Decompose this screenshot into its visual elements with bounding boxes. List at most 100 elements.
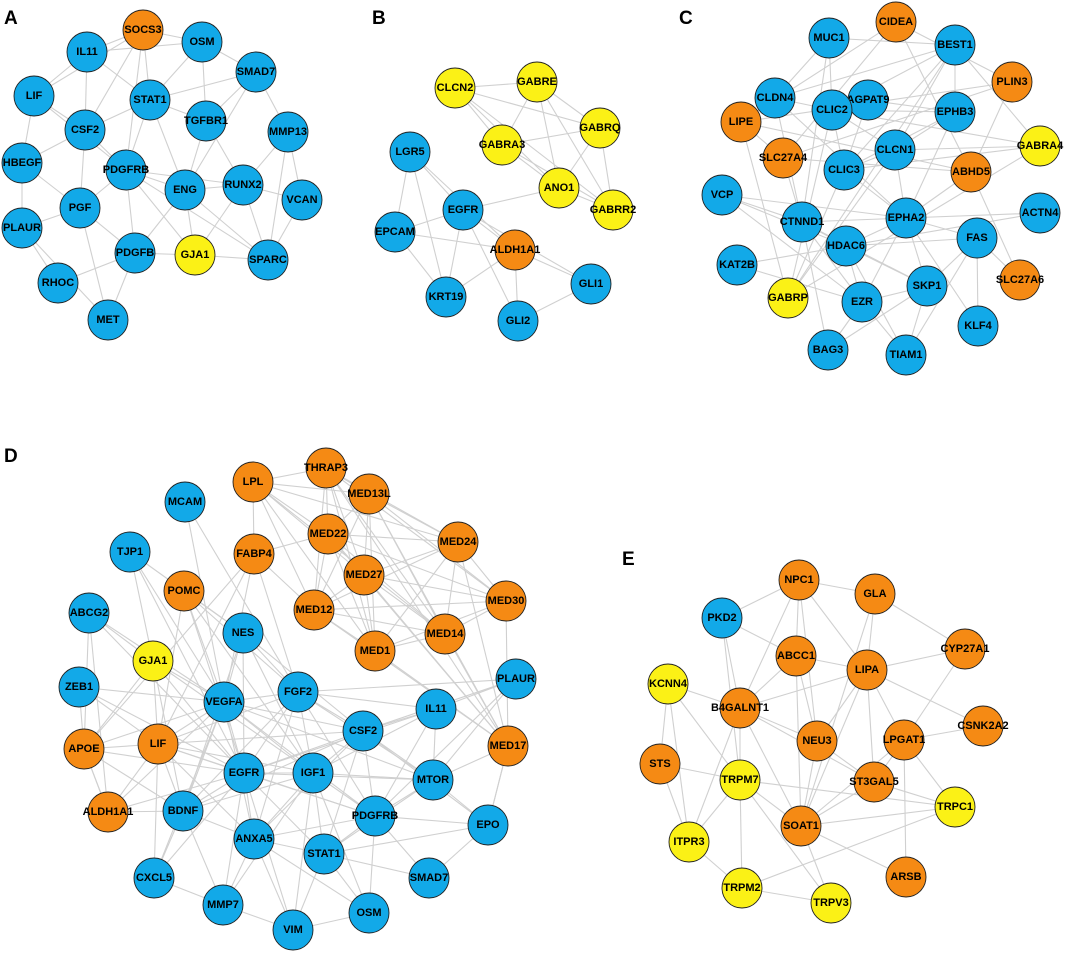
node-circle (991, 61, 1033, 103)
node-label: GABRA3 (479, 139, 525, 151)
node-label: NEU3 (802, 735, 831, 747)
node-sparc: SPARC (247, 239, 289, 281)
node-best1: BEST1 (934, 24, 976, 66)
node-label: KLF4 (964, 320, 992, 332)
node-lipe: LIPE (720, 101, 762, 143)
node-label: PLAUR (497, 673, 535, 685)
edge (157, 553, 255, 745)
node-circle (109, 531, 151, 573)
node-label: SKP1 (913, 280, 942, 292)
node-gabra4: GABRA4 (1017, 125, 1064, 167)
node-label: PGF (69, 202, 92, 214)
node-smad7: SMAD7 (235, 51, 277, 93)
edge (895, 21, 972, 173)
node-label: MED17 (490, 740, 527, 752)
node-lipa: LIPA (846, 649, 888, 691)
node-label: NES (232, 627, 255, 639)
node-label: VCP (711, 189, 734, 201)
node-stat1: STAT1 (129, 79, 171, 121)
node-met: MET (87, 299, 129, 341)
node-label: BDNF (168, 805, 199, 817)
node-circle (780, 805, 822, 847)
node-label: ALDH1A1 (83, 806, 134, 818)
node-circle (272, 909, 314, 951)
node-circle (906, 265, 948, 307)
node-cidea: CIDEA (875, 1, 917, 43)
node-circle (516, 61, 558, 103)
node-med24: MED24 (437, 521, 479, 563)
node-label: SMAD7 (410, 872, 449, 884)
edge (905, 217, 979, 327)
node-circle (874, 129, 916, 171)
node-zeb1: ZEB1 (58, 666, 100, 708)
edge (323, 824, 489, 855)
node-label: HDAC6 (827, 240, 865, 252)
node-circle (719, 759, 761, 801)
node-label: TRPM2 (723, 882, 760, 894)
node-gli2: GLI2 (497, 300, 539, 342)
node-label: VIM (283, 924, 303, 936)
panel-label: C (679, 8, 693, 29)
node-smad7: SMAD7 (408, 857, 450, 899)
node-npc1: NPC1 (778, 559, 820, 601)
node-label: CSF2 (71, 124, 99, 136)
node-circle (950, 151, 992, 193)
node-gabre: GABRE (516, 61, 558, 103)
node-label: LIF (150, 738, 167, 750)
panel-label: A (4, 8, 18, 29)
node-osm: OSM (348, 892, 390, 934)
node-circle (203, 681, 245, 723)
node-med1: MED1 (354, 630, 396, 672)
node-label: MED1 (360, 645, 391, 657)
node-label: VCAN (286, 194, 317, 206)
node-label: AGPAT9 (847, 94, 890, 106)
node-circle (825, 225, 867, 267)
node-circle (494, 229, 536, 271)
node-med17: MED17 (487, 725, 529, 767)
node-circle (841, 281, 883, 323)
node-circle (63, 728, 105, 770)
node-circle (1, 207, 43, 249)
edge (182, 730, 364, 812)
node-label: GLI1 (579, 278, 603, 290)
edge (88, 612, 109, 813)
edge (845, 237, 978, 247)
node-label: ABHD5 (952, 166, 990, 178)
node-circle (202, 884, 244, 926)
panel-d: DLPLTHRAP3MED13LMCAMMED22FABP4MED24TJP1M… (4, 446, 537, 951)
node-kcnn4: KCNN4 (647, 663, 689, 705)
node-gabrr2: GABRR2 (590, 189, 636, 231)
node-med30: MED30 (485, 580, 527, 622)
node-pdgfb: PDGFB (114, 232, 156, 274)
node-circle (303, 833, 345, 875)
node-circle (934, 786, 976, 828)
edge (222, 772, 245, 906)
node-circle (1019, 192, 1061, 234)
node-soat1: SOAT1 (780, 805, 822, 847)
node-cxcl5: CXCL5 (133, 857, 175, 899)
node-label: GABRP (768, 292, 808, 304)
node-label: TRPM7 (721, 774, 758, 786)
node-label: ANO1 (544, 182, 575, 194)
node-arsb: ARSB (885, 856, 927, 898)
edge (129, 551, 225, 703)
node-label: TJP1 (117, 546, 143, 558)
node-label: SOAT1 (783, 820, 819, 832)
edge (787, 149, 896, 299)
node-label: SPARC (249, 254, 287, 266)
node-circle (247, 239, 289, 281)
node-circle (934, 24, 976, 66)
node-circle (408, 857, 450, 899)
node-label: ZEB1 (65, 681, 93, 693)
edge (253, 815, 376, 840)
node-csf2: CSF2 (342, 710, 384, 752)
node-label: MED27 (346, 569, 383, 581)
node-lpl: LPL (232, 461, 274, 503)
edge (721, 194, 863, 303)
node-label: CTNND1 (780, 216, 825, 228)
node-fabp4: FABP4 (233, 533, 275, 575)
node-label: OSM (356, 907, 381, 919)
edge (78, 686, 225, 703)
node-label: HBEGF (3, 157, 42, 169)
node-circle (442, 189, 484, 231)
